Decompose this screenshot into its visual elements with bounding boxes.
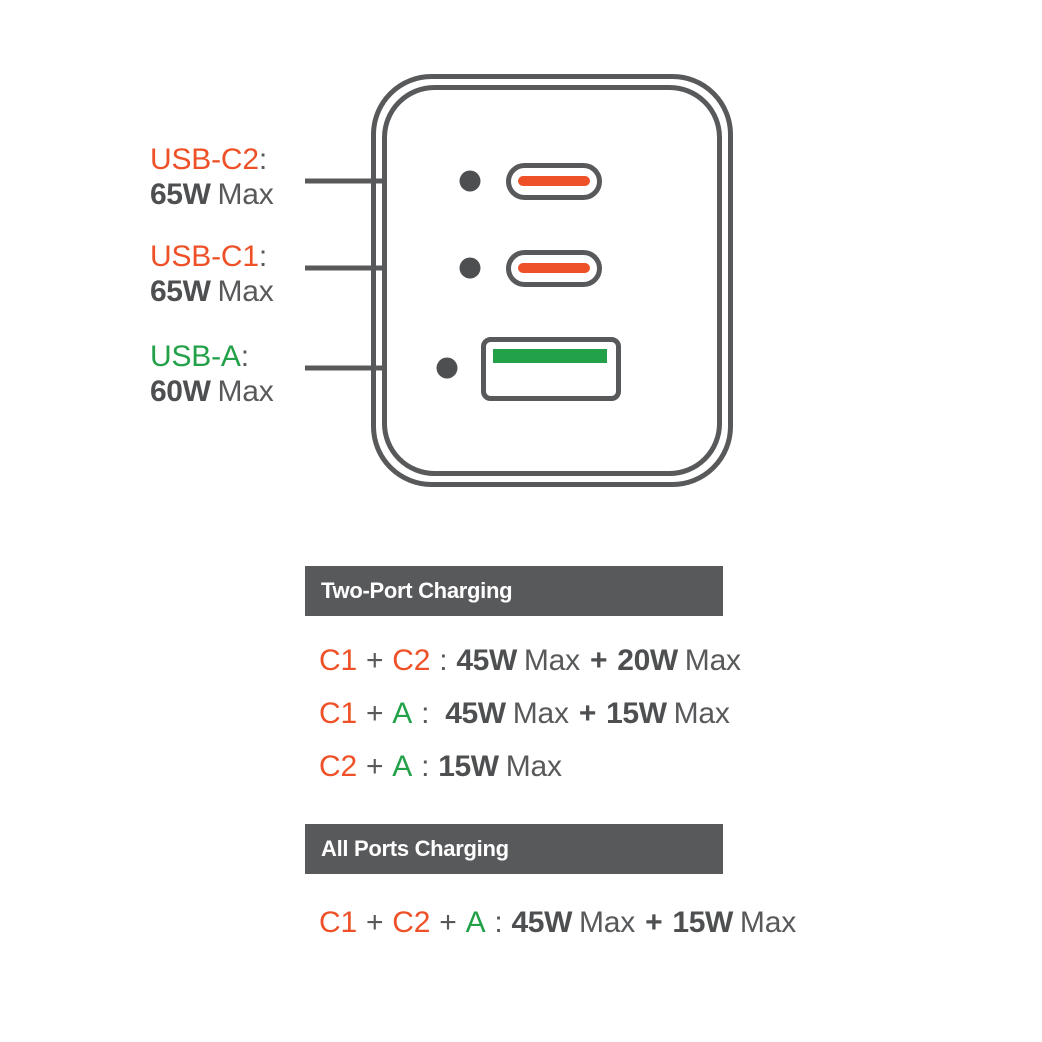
row-output-1-max: Max xyxy=(579,906,636,939)
callout-usb-a-power: 60W xyxy=(150,375,211,409)
row-port-2: A xyxy=(392,750,413,783)
two-port-charging-header: Two-Port Charging xyxy=(305,566,723,616)
row-output-2-max: Max xyxy=(684,644,741,677)
row-plus-2: + xyxy=(439,906,457,939)
row-output-joiner: + xyxy=(578,697,597,730)
usb-a-port-housing xyxy=(481,337,621,401)
row-output-joiner: + xyxy=(645,906,663,939)
row-output-2-max: Max xyxy=(739,906,796,939)
callout-usb-a-colon: : xyxy=(240,340,249,373)
callout-usb-c2-port-line: USB-C2: xyxy=(150,142,274,177)
callout-usb-c2-port-label: USB-C2 xyxy=(150,143,259,176)
callout-usb-a-max: Max xyxy=(217,375,274,409)
row-colon: : xyxy=(421,697,430,730)
row-output-2-power: 20W xyxy=(617,644,678,677)
charger-illustration-svg xyxy=(305,74,733,487)
row-port-1: C1 xyxy=(319,697,357,730)
callout-usb-a-port-line: USB-A: xyxy=(150,339,274,374)
row-output-1-power: 45W xyxy=(511,906,573,939)
row-output-1-max: Max xyxy=(505,750,562,783)
callout-usb-a-port-label: USB-A xyxy=(150,340,241,373)
leader-dots xyxy=(436,170,481,379)
usb-a-port-indicator xyxy=(493,349,607,363)
row-output-1-power: 15W xyxy=(438,750,499,783)
row-colon: : xyxy=(439,644,448,677)
leader-dot-usb-a xyxy=(436,357,458,379)
row-port-2: A xyxy=(392,697,413,730)
callout-usb-c1-colon: : xyxy=(258,240,267,273)
row-port-1: C1 xyxy=(319,906,357,939)
row-port-3: A xyxy=(465,906,486,939)
callout-usb-c1-max: Max xyxy=(217,275,274,309)
callout-usb-c1-port-line: USB-C1: xyxy=(150,239,274,274)
row-output-2-max: Max xyxy=(673,697,730,730)
row-output-1-power: 45W xyxy=(445,697,506,730)
row-port-1: C2 xyxy=(319,750,357,783)
row-colon: : xyxy=(494,906,503,939)
row-port-1: C1 xyxy=(319,644,357,677)
row-plus-1: + xyxy=(365,906,384,939)
row-colon: : xyxy=(421,750,430,783)
port-usb-a xyxy=(481,337,621,401)
row-port-2: C2 xyxy=(392,906,431,939)
leader-dot-usb-c1 xyxy=(459,257,481,279)
row-port-2: C2 xyxy=(392,644,431,677)
callout-usb-c2-power: 65W xyxy=(150,178,211,212)
callout-usb-c2-max: Max xyxy=(217,178,274,212)
port-usb-c1 xyxy=(506,250,602,287)
all-ports-charging-header: All Ports Charging xyxy=(305,824,723,874)
usb-c1-port-indicator xyxy=(518,263,590,273)
usb-c2-port-indicator xyxy=(518,176,590,186)
callout-usb-c1-power: 65W xyxy=(150,275,211,309)
row-plus-1: + xyxy=(365,750,384,783)
row-output-1-max: Max xyxy=(523,644,580,677)
callout-usb-c1-port-label: USB-C1 xyxy=(150,240,259,273)
row-output-joiner: + xyxy=(589,644,608,677)
row-plus-1: + xyxy=(365,644,384,677)
row-output-1-max: Max xyxy=(512,697,569,730)
row-output-2-power: 15W xyxy=(606,697,667,730)
port-usb-c2 xyxy=(506,163,602,200)
charger-body-outer-border xyxy=(371,74,733,487)
leader-dot-usb-c2 xyxy=(459,170,481,192)
callout-usb-c2-colon: : xyxy=(258,143,267,176)
row-output-2-power: 15W xyxy=(672,906,733,939)
row-plus-1: + xyxy=(365,697,384,730)
row-output-1-power: 45W xyxy=(456,644,517,677)
